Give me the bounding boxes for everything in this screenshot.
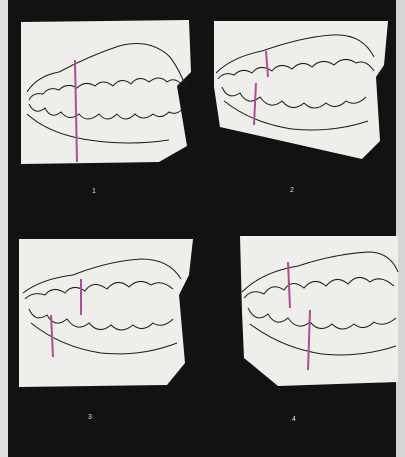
dental-model-4: [238, 232, 400, 390]
dental-model-1: [19, 16, 194, 166]
caption-4: 4: [284, 416, 304, 424]
caption-1: 1: [84, 188, 104, 196]
panel-3: [17, 235, 197, 390]
panel-4: [238, 232, 400, 390]
panel-2: [212, 17, 390, 165]
dental-model-2: [212, 17, 390, 165]
dental-model-3: [17, 235, 197, 390]
panel-1: [19, 16, 194, 166]
caption-2: 2: [282, 187, 302, 195]
caption-3: 3: [80, 414, 100, 422]
